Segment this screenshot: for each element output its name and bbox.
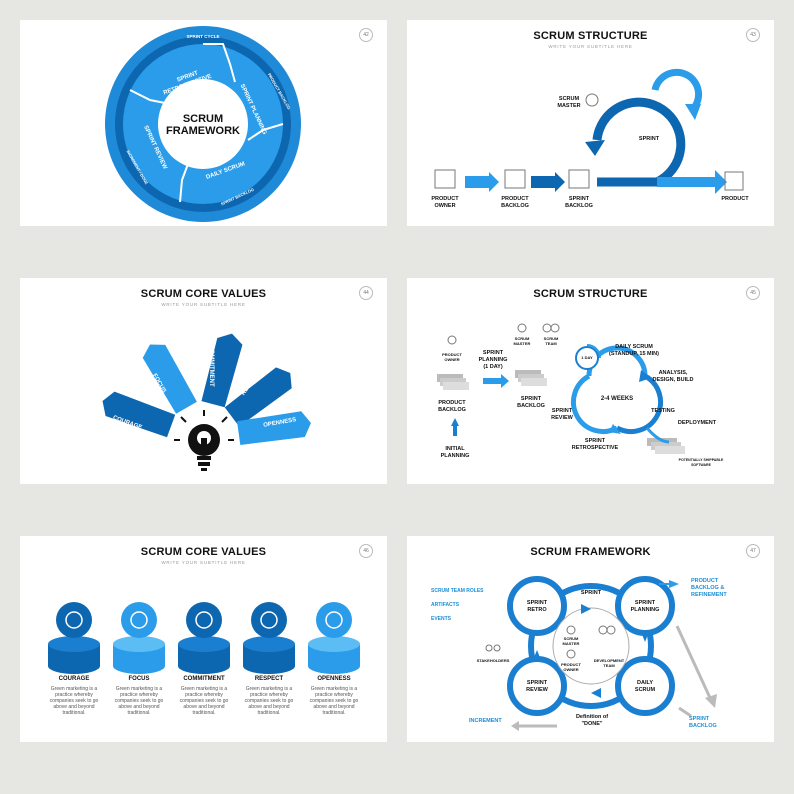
label-scrum-master: SCRUM MASTER — [513, 336, 531, 346]
team-icon — [542, 323, 552, 333]
label-sprint-planning: SPRINT PLANNING — [630, 600, 660, 613]
label-sprint: SPRINT — [638, 136, 660, 142]
label-product-owner: PRODUCT OWNER — [561, 662, 581, 672]
label-daily-scrum: DAILY SCRUM (STANDUP, 15 MIN) — [609, 344, 659, 357]
label-deployment: DEPLOYMENT — [677, 420, 717, 426]
structure-diagram — [434, 68, 744, 194]
label-increment: INCREMENT — [469, 718, 502, 724]
page-number: 46 — [359, 544, 373, 558]
value-desc-courage: Green marketing is a practice whereby co… — [49, 686, 99, 716]
label-scrum-master: SCRUM MASTER — [557, 96, 581, 109]
slide-scrum-framework-wheel[interactable]: 42 SCRUM FRAMEWORK SPRINT CYCLE SPRINT R… — [20, 20, 387, 226]
slide-title: SCRUM CORE VALUES — [140, 288, 267, 300]
value-desc-openness: Green marketing is a practice whereby co… — [309, 686, 359, 716]
ring-label-cycle: SPRINT CYCLE — [186, 34, 219, 39]
value-label-respect: RESPECT — [254, 676, 284, 682]
slide-scrum-structure[interactable]: 43 SCRUM STRUCTURE WRITE YOUR SUBTITLE H… — [407, 20, 774, 226]
label-product: PRODUCT — [721, 196, 749, 202]
label-shippable: POTENTIALLY SHIPPABLE SOFTWARE — [678, 458, 724, 467]
slide-scrum-core-values-icons[interactable]: 46 SCRUM CORE VALUES WRITE YOUR SUBTITLE… — [20, 536, 387, 742]
value-desc-respect: Green marketing is a practice whereby co… — [244, 686, 294, 716]
framework-cycle-diagram — [485, 576, 717, 731]
legend-scrum-team-roles: SCRUM TEAM ROLES — [431, 588, 484, 594]
label-analysis: ANALYSIS, DESIGN, BUILD — [652, 370, 694, 383]
slide-subtitle: WRITE YOUR SUBTITLE HERE — [161, 302, 246, 307]
person-icon — [585, 93, 599, 107]
label-product-backlog: PRODUCT BACKLOG — [501, 196, 529, 209]
label-sprint-backlog: SPRINT BACKLOG — [517, 396, 545, 409]
value-desc-focus: Green marketing is a practice whereby co… — [114, 686, 164, 716]
owner-icon — [447, 335, 457, 345]
value-label-commitment: COMMITMENT — [183, 676, 225, 682]
values-rays: COURAGE FOCUS COMMITMENT RESPECT OPENNES… — [102, 333, 311, 471]
page-number: 44 — [359, 286, 373, 300]
courage-icon — [65, 611, 83, 629]
slide-subtitle: WRITE YOUR SUBTITLE HERE — [548, 44, 633, 49]
value-desc-commitment: Green marketing is a practice whereby co… — [179, 686, 229, 716]
center-title-line1: SCRUM — [183, 113, 223, 125]
slide-title: SCRUM FRAMEWORK — [530, 546, 651, 558]
label-scrum-team: SCRUM TEAM — [543, 336, 559, 346]
page-number: 45 — [746, 286, 760, 300]
label-sprint-planning: SPRINT PLANNING (1 DAY) — [478, 350, 508, 370]
product-icon — [724, 171, 744, 191]
page-number: 47 — [746, 544, 760, 558]
label-testing: TESTING — [651, 408, 675, 414]
slide-scrum-core-values-rays[interactable]: 44 SCRUM CORE VALUES WRITE YOUR SUBTITLE… — [20, 278, 387, 484]
inbox-icon — [434, 169, 456, 189]
slide-title: SCRUM STRUCTURE — [533, 288, 648, 300]
label-one-day: 1 DAY — [581, 355, 593, 360]
label-sprint-backlog: SPRINT BACKLOG — [689, 716, 717, 729]
stakeholders-icon — [485, 644, 493, 652]
owner-icon — [566, 649, 576, 659]
label-initial-planning: INITIAL PLANNING — [440, 446, 470, 459]
label-daily-scrum: DAILY SCRUM — [634, 680, 656, 693]
label-definition-of-done: Definition of "DONE" — [575, 714, 609, 727]
one-day-circle — [575, 346, 599, 370]
slide-scrum-structure-detailed[interactable]: 45 SCRUM STRUCTURE PRODUCT OWNER SCRUM M… — [407, 278, 774, 484]
value-label-openness: OPENNESS — [317, 676, 351, 682]
label-stakeholders: STAKEHOLDERS — [476, 658, 510, 663]
master-icon — [566, 625, 576, 635]
values-pedestals — [48, 602, 360, 674]
framework-wheel: SCRUM FRAMEWORK SPRINT CYCLE SPRINT RETR… — [105, 26, 301, 222]
label-weeks: 2-4 WEEKS — [600, 396, 634, 402]
openness-icon — [325, 611, 343, 629]
label-product-backlog-refinement: PRODUCT BACKLOG & REFINEMENT — [691, 578, 727, 598]
label-sprint-review: SPRINT REVIEW — [551, 408, 573, 421]
legend-events: EVENTS — [431, 616, 452, 622]
slide-title: SCRUM STRUCTURE — [533, 30, 648, 42]
label-sprint-retro: SPRINT RETRO — [526, 600, 548, 613]
label-sprint-retro: SPRINT RETROSPECTIVE — [571, 438, 619, 451]
value-commitment: COMMITMENT — [208, 345, 214, 387]
value-openness: OPENNESS — [263, 417, 297, 429]
page-number: 42 — [359, 28, 373, 42]
label-sprint: SPRINT — [580, 590, 602, 596]
gear-icon — [568, 169, 590, 189]
legend-artifacts: ARTIFACTS — [431, 602, 460, 608]
label-product-backlog: PRODUCT BACKLOG — [438, 400, 466, 413]
slide-title: SCRUM CORE VALUES — [140, 546, 267, 558]
label-product-owner: PRODUCT OWNER — [431, 196, 459, 209]
label-product-owner: PRODUCT OWNER — [442, 352, 462, 362]
label-development-team: DEVELOPMENT TEAM — [593, 658, 625, 668]
backlog-icon — [504, 169, 526, 189]
respect-icon — [260, 611, 278, 629]
center-title-line2: FRAMEWORK — [166, 125, 240, 137]
slide-scrum-framework-cycle[interactable]: 47 SCRUM FRAMEWORK SCRUM TEAM ROLES ARTI… — [407, 536, 774, 742]
label-sprint-review: SPRINT REVIEW — [526, 680, 548, 693]
lightbulb-icon — [174, 410, 234, 471]
value-label-courage: COURAGE — [58, 676, 90, 682]
slide-subtitle: WRITE YOUR SUBTITLE HERE — [161, 560, 246, 565]
label-sprint-backlog: SPRINT BACKLOG — [565, 196, 593, 209]
label-scrum-master: SCRUM MASTER — [562, 636, 580, 646]
page-number: 43 — [746, 28, 760, 42]
master-icon — [517, 323, 527, 333]
focus-icon — [130, 611, 148, 629]
structure-detailed-diagram — [437, 323, 685, 454]
value-label-focus: FOCUS — [128, 676, 150, 682]
commitment-icon — [195, 611, 213, 629]
